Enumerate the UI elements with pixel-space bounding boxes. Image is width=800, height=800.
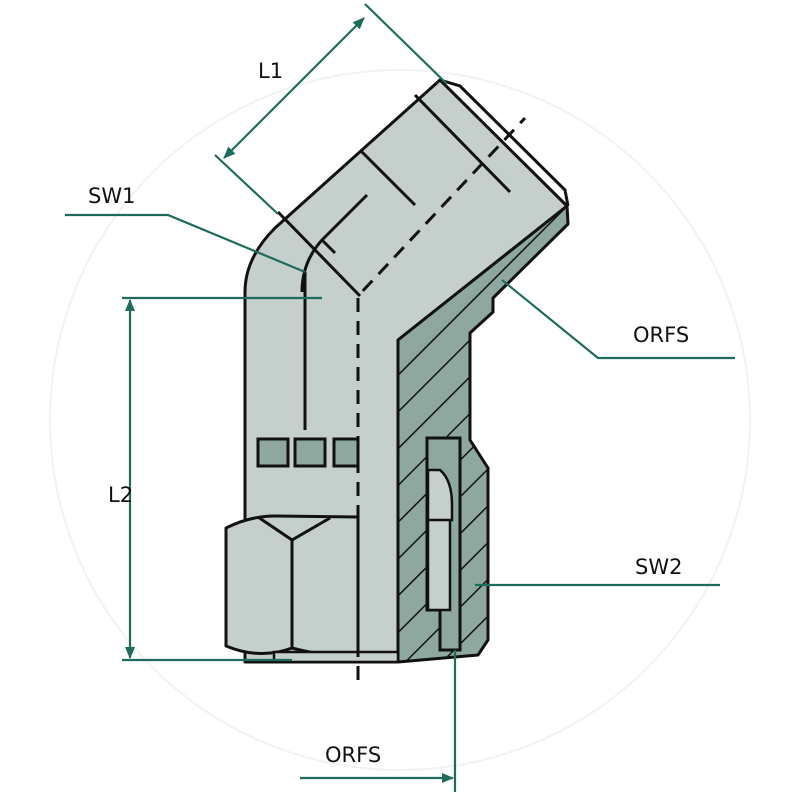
elbow-lines [276, 93, 512, 430]
seal-ring [426, 468, 454, 612]
label-sw1: SW1 [88, 184, 135, 208]
label-l2: L2 [108, 483, 133, 507]
orfs-top-leader [501, 279, 735, 360]
label-orfs-top: ORFS [633, 323, 689, 347]
center-axis [356, 116, 527, 680]
label-orfs-bottom: ORFS [325, 743, 381, 767]
groove-2 [293, 437, 327, 468]
hex-nut-edge [257, 515, 331, 648]
background-circle [49, 69, 751, 771]
l1-extension-left [214, 154, 279, 215]
groove-3 [332, 437, 360, 468]
l1-dimension-line [223, 89, 293, 159]
groove-1 [256, 437, 290, 468]
thread-end [439, 78, 570, 207]
l1-dimension-line-2 [291, 17, 365, 91]
l1-extension-right [364, 3, 448, 85]
nut-base [272, 650, 400, 664]
label-l1: L1 [258, 59, 283, 83]
sw1-leader [65, 213, 306, 274]
label-sw2: SW2 [635, 555, 682, 579]
